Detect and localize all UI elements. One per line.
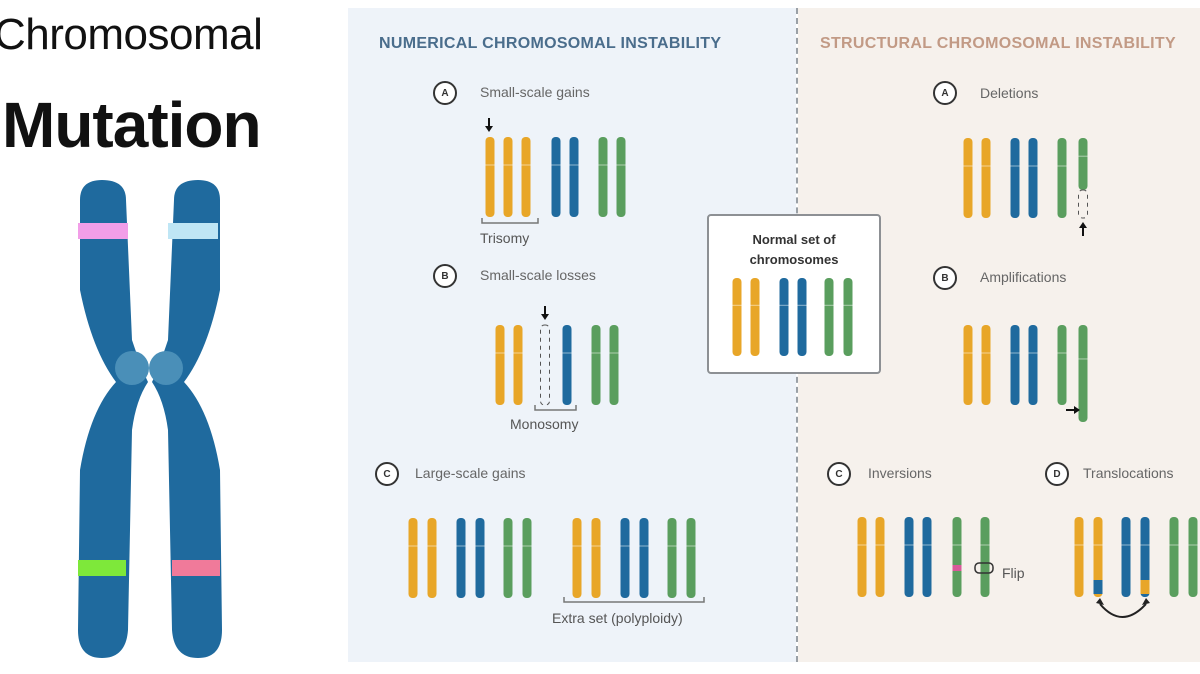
band-lower-left: [78, 560, 126, 576]
annotation-monosomy: Monosomy: [510, 416, 579, 432]
x-chromosome-illustration: [78, 180, 222, 658]
badge-num-a: A: [433, 81, 457, 105]
structural-title: STRUCTURAL CHROMOSOMAL INSTABILITY: [820, 35, 1176, 52]
normal-label-line1: Normal set of: [752, 232, 836, 247]
centromere-left: [115, 351, 149, 385]
label-small-scale-gains: Small-scale gains: [480, 84, 590, 100]
badge-str-c: C: [827, 462, 851, 486]
label-deletions: Deletions: [980, 85, 1039, 101]
normal-label-line2: chromosomes: [749, 252, 839, 267]
title-line-1: Chromosomal: [0, 10, 263, 59]
annotation-flip: Flip: [1002, 565, 1025, 581]
label-inversions: Inversions: [868, 465, 932, 481]
badge-str-b: B: [933, 266, 957, 290]
title-line-2: Mutation: [2, 89, 262, 161]
normal-set-box: Normal set of chromosomes: [707, 214, 881, 374]
label-small-scale-losses: Small-scale losses: [480, 267, 596, 283]
band-upper-right: [168, 223, 218, 239]
badge-str-a: A: [933, 81, 957, 105]
label-translocations: Translocations: [1083, 465, 1174, 481]
label-large-scale-gains: Large-scale gains: [415, 465, 526, 481]
annotation-trisomy: Trisomy: [480, 230, 530, 246]
centromere-right: [149, 351, 183, 385]
normal-set-label: Normal set of chromosomes: [709, 230, 879, 270]
chromatid-left: [78, 180, 148, 658]
badge-num-b: B: [433, 264, 457, 288]
badge-str-d: D: [1045, 462, 1069, 486]
band-upper-left: [78, 223, 128, 239]
annotation-polyploidy: Extra set (polyploidy): [552, 610, 683, 626]
label-amplifications: Amplifications: [980, 269, 1067, 285]
chromatid-right: [152, 180, 222, 658]
badge-num-c: C: [375, 462, 399, 486]
numerical-title: NUMERICAL CHROMOSOMAL INSTABILITY: [379, 35, 722, 52]
band-lower-right: [172, 560, 220, 576]
